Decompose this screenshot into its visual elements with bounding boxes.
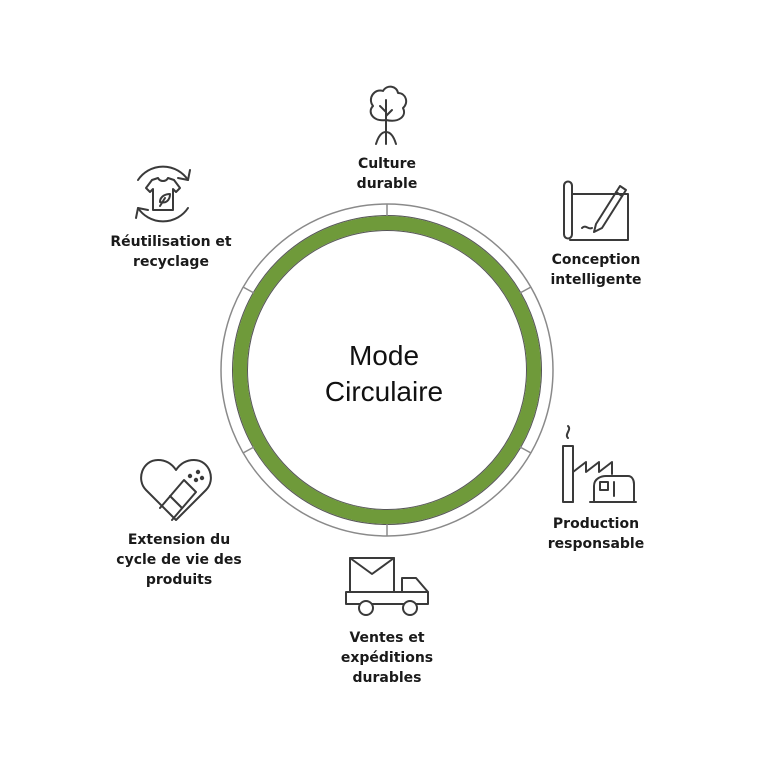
stage-label-line: recyclage [133, 254, 209, 270]
stage-label-line: Extension du [127, 532, 231, 548]
stage-label-conception: Conception intelligente [531, 250, 661, 290]
stage-label-line: expéditions [340, 650, 434, 666]
factory-sewing-icon [562, 425, 637, 503]
stage-label-line: Conception [551, 252, 641, 268]
stage-label-line: Production [552, 516, 640, 532]
delivery-truck-icon [345, 557, 429, 616]
stage-label-line: produits [145, 572, 213, 588]
stage-label-line: Ventes et [349, 630, 425, 646]
stage-label-line: intelligente [550, 272, 642, 288]
stage-label-culture: Culture durable [322, 154, 452, 194]
recycle-shirt-icon [135, 165, 191, 223]
stage-label-line: responsable [547, 536, 645, 552]
design-sketch-icon [563, 180, 629, 241]
mended-heart-icon [140, 459, 212, 521]
stage-label-line: Réutilisation et [110, 234, 232, 250]
stage-label-line: Culture [357, 156, 417, 172]
title-line-1: Mode [348, 340, 420, 371]
tree-icon [369, 85, 408, 145]
diagram-title: Mode Circulaire [284, 338, 484, 410]
segment-dividers [242, 204, 532, 536]
green-ring [233, 216, 541, 524]
stage-label-extension: Extension du cycle de vie des produits [104, 530, 254, 590]
title-line-2: Circulaire [324, 376, 444, 407]
stage-label-line: cycle de vie des [116, 552, 242, 568]
stage-label-reutilisation: Réutilisation et recyclage [96, 232, 246, 272]
stage-label-ventes: Ventes et expéditions durables [322, 628, 452, 688]
stage-label-production: Production responsable [531, 514, 661, 554]
green-ring-inner-edge [247, 230, 527, 510]
stage-label-line: durable [356, 176, 418, 192]
stage-label-line: durables [352, 670, 422, 686]
